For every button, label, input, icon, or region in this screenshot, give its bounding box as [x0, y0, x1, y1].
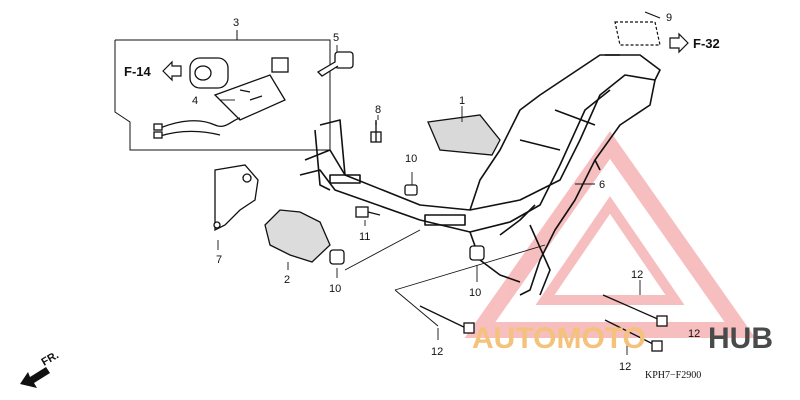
ref-right: F-32	[669, 32, 720, 54]
bolt-8	[370, 120, 382, 143]
watermark-text-b: HUB	[708, 322, 773, 355]
callout-7: 7	[216, 254, 222, 266]
callout-8: 8	[375, 104, 381, 116]
callout-9: 9	[666, 12, 672, 24]
clip-9	[614, 11, 661, 46]
callout-2: 2	[284, 274, 290, 286]
callout-11: 11	[359, 231, 370, 243]
callout-10-right: 10	[469, 287, 481, 299]
watermark-logo	[464, 131, 756, 338]
bracket-7	[213, 164, 259, 232]
callout-4: 4	[192, 95, 198, 107]
bolt-12	[419, 294, 668, 352]
callout-10-left: 10	[329, 283, 341, 295]
ignition-switch	[153, 57, 289, 139]
bolt-11	[355, 206, 381, 218]
direction-label: FR.	[40, 349, 61, 368]
ref-left-label: F-14	[124, 64, 152, 79]
frame-body	[299, 54, 661, 296]
arrow-left-icon	[162, 60, 182, 82]
callout-12-d: 12	[688, 328, 700, 340]
callout-12-a: 12	[631, 269, 643, 281]
callout-12-b: 12	[619, 361, 631, 373]
rubber-pad	[264, 209, 331, 263]
part-code: KPH7−F2900	[645, 370, 701, 381]
watermark-text-a: AUTOMOTO	[472, 322, 646, 355]
key	[316, 51, 354, 77]
part-3-group-bracket	[114, 30, 331, 151]
callouts: 1 2 3 4 5 6 7 8 9 10 10 10 11 12 12 12 1…	[192, 12, 700, 373]
direction-indicator: FR.	[20, 349, 61, 388]
ref-right-label: F-32	[693, 36, 720, 51]
ref-left: F-14	[124, 60, 182, 82]
watermark-text: AUTOMOTO HUB	[472, 322, 773, 355]
callout-6: 6	[599, 179, 605, 191]
callout-12-c: 12	[431, 346, 443, 358]
callout-5: 5	[333, 32, 339, 44]
callout-10-top: 10	[405, 153, 417, 165]
frame-cover	[427, 114, 501, 156]
callout-1: 1	[459, 95, 465, 107]
callout-3: 3	[233, 17, 239, 29]
leader-lines	[217, 45, 641, 355]
arrow-right-icon	[669, 32, 689, 54]
collar-10	[329, 184, 485, 265]
front-arrow-icon	[20, 367, 50, 388]
